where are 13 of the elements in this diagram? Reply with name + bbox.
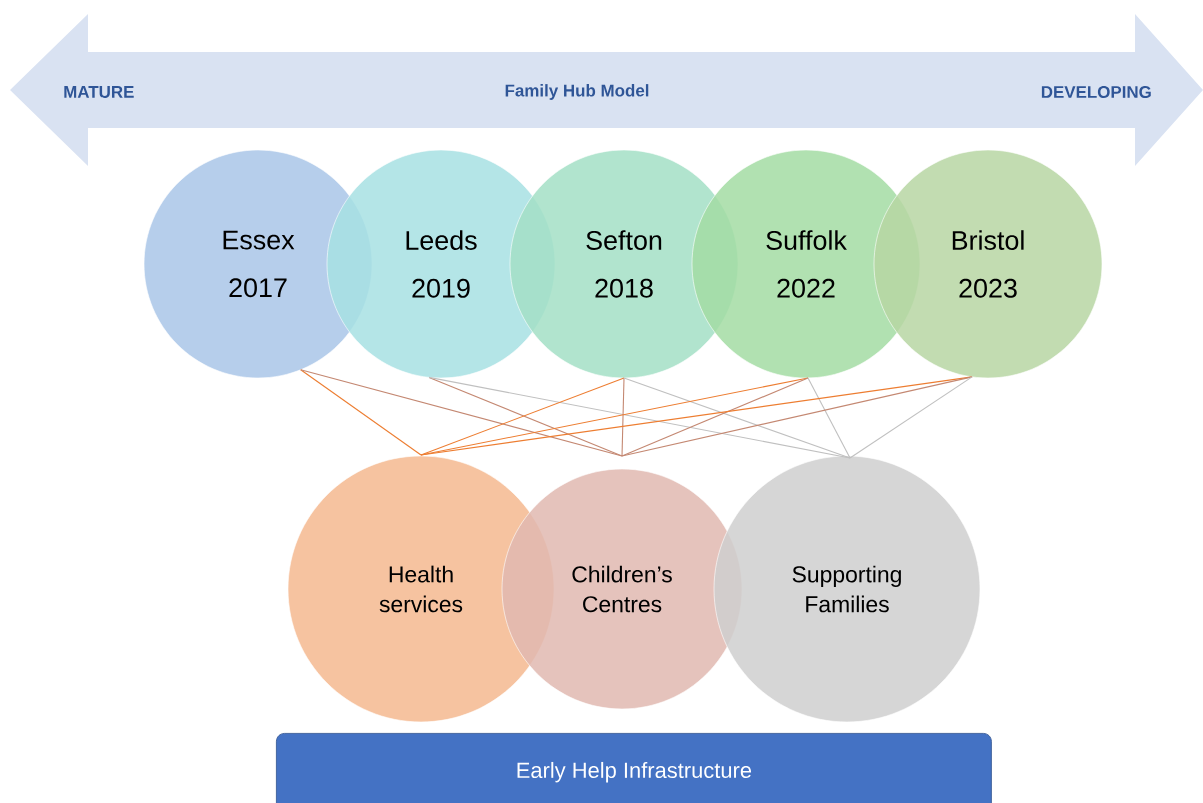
connector-line (420, 376, 973, 456)
connector-line (621, 376, 973, 457)
connector-line (621, 377, 809, 457)
connector-line (623, 377, 851, 459)
banner-label: DEVELOPING (1041, 86, 1151, 98)
connector-line (807, 377, 851, 459)
connector-line (849, 376, 973, 459)
foundation-bar: Early Help Infrastructure (276, 733, 992, 803)
connector-line (621, 377, 625, 457)
banner-label: MATURE (64, 86, 134, 98)
connector-line (300, 369, 623, 457)
banner-title: Family Hub Model (505, 84, 649, 100)
connector-line (300, 369, 422, 456)
